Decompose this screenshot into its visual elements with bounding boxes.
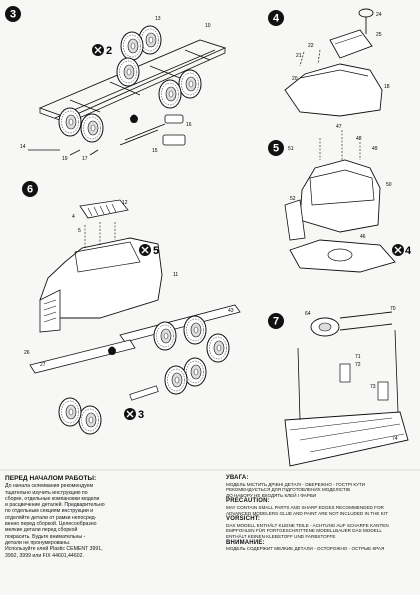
step-3-part-label: 16 (186, 122, 192, 128)
step-3-part-label: 15 (152, 148, 158, 154)
step-6-part-label: 27 (40, 362, 46, 368)
step-5-diagram: 5 51 47 48 49 50 52 46 4 (268, 124, 412, 273)
step-4-part-label: 20 (292, 76, 298, 82)
step-7-part-label: 70 (390, 306, 396, 312)
step-5-number: 5 (273, 143, 279, 155)
ru-line: сборке, отдельные компановки модели (5, 495, 100, 502)
warnings-block: УВАГА: МОДЕЛЬ МІСТИТЬ ДРІБНІ ДЕТАЛІ - ОБ… (226, 475, 416, 552)
ru-line: и расцвечение деталей. Предварительно (5, 502, 105, 509)
step-4-part-label: 21 (296, 53, 302, 59)
warning-de-line: ENTHÄLT KEINEN KLEBSTOFF UND FARBSTOFFE (226, 533, 336, 539)
warning-en-title: PRECAUTION: (226, 498, 270, 505)
step-5-quantity: 4 (405, 245, 412, 257)
step-4-part-label: 18 (384, 84, 390, 90)
step-5-part-label: 52 (290, 196, 296, 202)
ru-line: мелкие детали перед сборкой (5, 527, 78, 534)
warning-ua-line: МОДЕЛЬ МІСТИТЬ ДРІБНІ ДЕТАЛІ - ОБЕРЕЖНО … (226, 481, 366, 487)
warning-de-title: VORSICHT: (226, 516, 261, 523)
step-3-part-label: 17 (82, 156, 88, 162)
step-6-part-label: 26 (24, 350, 30, 356)
step-5-badge (268, 140, 284, 156)
step-3-badge (5, 6, 21, 22)
step-4-number: 4 (273, 13, 280, 25)
step-6-part-label: 5 (78, 228, 81, 234)
step-4-part-label: 24 (376, 12, 382, 18)
step-4-diagram: 4 20 21 22 24 25 18 (268, 8, 390, 117)
warning-ua-line: ДО НАБОРУ НЕ ВХОДЯТЬ КЛЕЙ І ФАРБИ (226, 492, 317, 498)
warning-de-line: DAS MODELL ENTHÄLT KLEINE TEILE - ACHTUN… (226, 522, 389, 528)
step-6-part-label: 4 (72, 214, 75, 220)
ru-instructions: ПЕРЕД НАЧАЛОМ РАБОТЫ: До начала склеиван… (5, 475, 163, 559)
step-6-part-label: 12 (122, 200, 128, 206)
ru-line: отделяйте детали от рамки непосред- (5, 514, 97, 521)
warning-ua-title: УВАГА: (226, 475, 249, 481)
step-7-badge (268, 313, 284, 329)
ru-line: детали не пронумерованы. (5, 539, 71, 546)
step-3-part-label: 10 (205, 23, 211, 29)
ru-line: по отдельным секциям инструкции и (5, 508, 94, 515)
ru-line: покрасить. Будьте внимательны - (5, 533, 86, 540)
ru-line: Используйте клей Plastic CEMENT 3991, (5, 546, 103, 553)
step-6-diagram: 6 12 4 5 11 26 27 43 5 3 (22, 181, 241, 435)
step-3-number: 3 (10, 9, 16, 21)
step-7-part-label: 71 (355, 354, 361, 360)
step-5-part-label: 46 (360, 234, 366, 240)
step-7-part-label: 64 (305, 311, 311, 317)
step-3-part-label: 14 (20, 144, 26, 150)
ru-line: До начала склеивания рекомендуем (5, 483, 94, 490)
step-6-number: 6 (27, 184, 33, 196)
warning-ru-line: МОДЕЛЬ СОДЕРЖИТ МЕЛКИЕ ДЕТАЛИ - ОСТОРОЖН… (226, 546, 385, 552)
warning-en-line: MAY CONTAIN SMALL PARTS AND SHARP EDGES … (226, 504, 384, 510)
step-6-part-label: 43 (228, 308, 234, 314)
step-4-badge (268, 10, 284, 26)
ru-line: 3992, 3999 или FIX 44601,44602. (5, 552, 84, 559)
warning-ru-title: ВНИМАНИЕ: (226, 539, 265, 546)
ru-line: тщательно изучить инструкцию по (5, 489, 88, 496)
step-6-quantity: 5 (153, 245, 159, 257)
step-6-part-label: 11 (173, 272, 178, 278)
step-5-part-label: 47 (336, 124, 342, 130)
step-3-part-label: 13 (155, 16, 161, 22)
step-6-badge (22, 181, 38, 197)
warning-de-line: EMPFOHLEN FÜR FORTGESCHRITTENE MODELLBAU… (226, 528, 382, 534)
step-5-part-label: 49 (372, 146, 378, 152)
step-7-part-label: 74 (392, 436, 398, 442)
ru-instructions-title: ПЕРЕД НАЧАЛОМ РАБОТЫ: (5, 475, 97, 482)
step-3-quantity: 2 (106, 45, 112, 57)
step-7-part-label: 73 (370, 384, 376, 390)
step-3-diagram: 3 13 10 14 15 16 17 19 2 (5, 6, 227, 162)
warning-ua-line: РЕКОМЕНДУЄТЬСЯ ДЛЯ ПІДГОТОВЛЕНИХ МОДЕЛІС… (226, 487, 351, 493)
step-4-part-label: 22 (308, 43, 314, 49)
step-5-part-label: 50 (386, 182, 392, 188)
step-4-part-label: 25 (376, 32, 382, 38)
step-5-part-label: 48 (356, 136, 362, 142)
step-7-diagram: 7 64 70 71 72 73 74 (268, 306, 409, 467)
warning-en-line: ADVANCED MODELERS GLUE AND PAINT ARE NOT… (226, 510, 388, 516)
step-6-quantity: 3 (138, 409, 144, 421)
step-5-part-label: 51 (288, 146, 294, 152)
ru-line: венно перед сборкой. Целесообразно (5, 521, 97, 528)
step-7-number: 7 (273, 316, 279, 328)
step-7-part-label: 72 (355, 362, 361, 368)
step-3-part-label: 19 (62, 156, 68, 162)
